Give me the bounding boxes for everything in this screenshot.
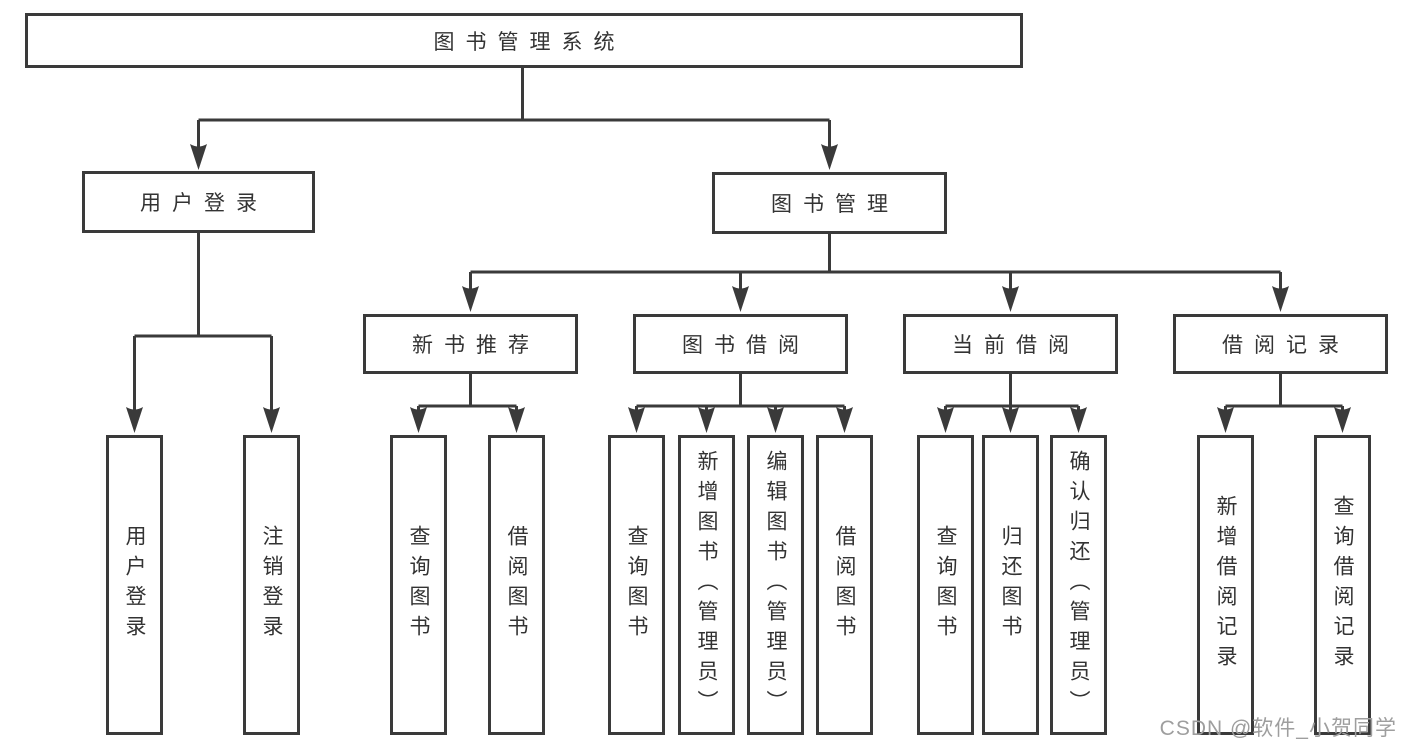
node-book-borrowing: 图书借阅 xyxy=(633,314,848,374)
node-book-management: 图书管理 xyxy=(712,172,947,234)
arrow-down-icon xyxy=(1272,286,1289,312)
connector-book-borrow-to-leaves xyxy=(635,374,846,415)
connector-user-login-to-leaves xyxy=(133,233,273,415)
arrow-down-icon xyxy=(836,407,853,433)
arrow-down-icon xyxy=(732,286,749,312)
connector-book-management-to-level3 xyxy=(469,234,1282,292)
connector-borrow-record-to-leaves xyxy=(1224,374,1344,415)
arrow-down-icon xyxy=(767,407,784,433)
arrow-down-icon xyxy=(628,407,645,433)
connector-current-borrow-to-leaves xyxy=(944,374,1080,415)
leaf-confirm-return-admin: 确认归还（管理员） xyxy=(1050,435,1107,735)
arrow-down-icon xyxy=(698,407,715,433)
leaf-add-books-admin: 新增图书（管理员） xyxy=(678,435,735,735)
leaf-query-books-borrowing: 查询图书 xyxy=(608,435,665,735)
arrow-down-icon xyxy=(1002,407,1019,433)
arrow-down-icon xyxy=(1070,407,1087,433)
node-library-management-system: 图书管理系统 xyxy=(25,13,1023,68)
leaf-query-books-current: 查询图书 xyxy=(917,435,974,735)
arrow-down-icon xyxy=(821,144,838,170)
arrow-down-icon xyxy=(1334,407,1351,433)
leaf-borrow-books-recommend: 借阅图书 xyxy=(488,435,545,735)
arrow-down-icon xyxy=(263,407,280,433)
arrow-down-icon xyxy=(126,407,143,433)
leaf-user-login: 用户登录 xyxy=(106,435,163,735)
connector-root-to-level2 xyxy=(197,68,831,150)
connector-new-book-to-leaves xyxy=(417,374,518,415)
leaf-add-borrow-record: 新增借阅记录 xyxy=(1197,435,1254,735)
node-borrowing-records: 借阅记录 xyxy=(1173,314,1388,374)
arrow-down-icon xyxy=(410,407,427,433)
leaf-query-borrow-record: 查询借阅记录 xyxy=(1314,435,1371,735)
leaf-logout: 注销登录 xyxy=(243,435,300,735)
arrow-down-icon xyxy=(1217,407,1234,433)
arrow-down-icon xyxy=(462,286,479,312)
node-current-borrowing: 当前借阅 xyxy=(903,314,1118,374)
arrow-down-icon xyxy=(1002,286,1019,312)
leaf-return-books: 归还图书 xyxy=(982,435,1039,735)
arrow-down-icon xyxy=(937,407,954,433)
arrow-down-icon xyxy=(190,144,207,170)
watermark-text: CSDN @软件_小贺同学 xyxy=(1159,717,1397,740)
arrow-down-icon xyxy=(508,407,525,433)
leaf-edit-books-admin: 编辑图书（管理员） xyxy=(747,435,804,735)
leaf-borrow-books: 借阅图书 xyxy=(816,435,873,735)
node-new-book-recommendation: 新书推荐 xyxy=(363,314,578,374)
node-user-login: 用户登录 xyxy=(82,171,315,233)
leaf-query-books-recommend: 查询图书 xyxy=(390,435,447,735)
